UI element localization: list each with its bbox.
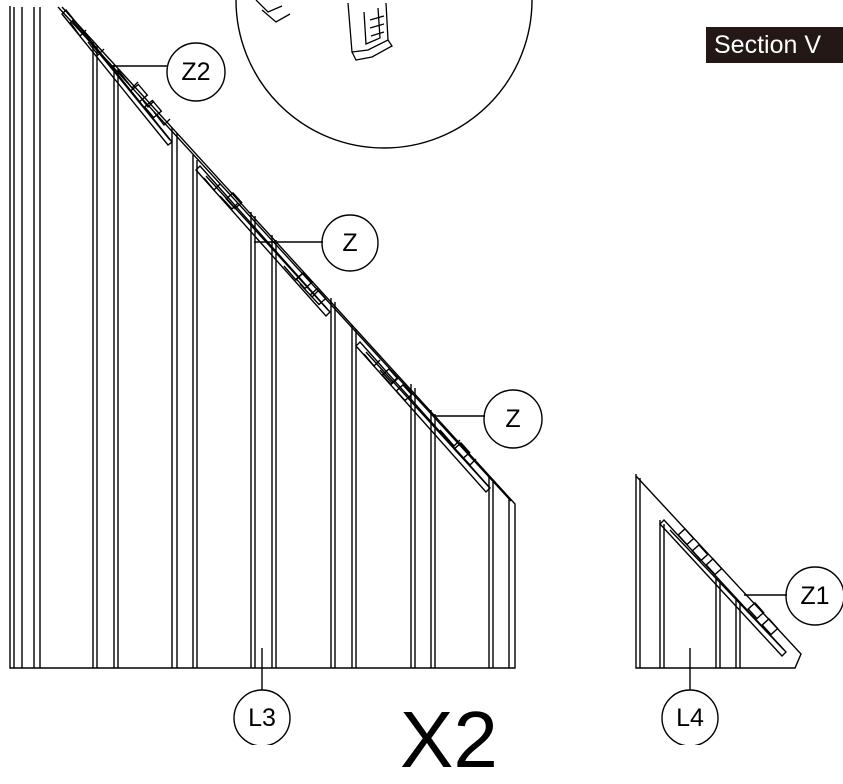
z-upper-bracket-rail [195, 164, 331, 318]
callout-l3: L3 [233, 648, 291, 745]
quantity-mark: X2 [400, 695, 498, 784]
z1-bracket-rail [659, 518, 787, 658]
panel-l3-outline [9, 6, 516, 669]
callout-z-upper-label: Z [342, 229, 357, 257]
callout-l4-label: L4 [676, 704, 704, 732]
assembly-drawing: Z2 Z Z Z1 L3 L4 [9, 0, 843, 745]
callout-z-lower-label: Z [505, 405, 520, 433]
panel-l3-vertical-grooves [13, 7, 510, 668]
section-view-label: Section V [706, 27, 843, 63]
callout-z-upper: Z [254, 214, 379, 272]
panel-l3 [9, 6, 516, 669]
callout-z1-label: Z1 [800, 582, 829, 610]
z2-bracket-rail [61, 8, 173, 146]
z-lower-bracket-rail [355, 340, 491, 494]
callout-z2-label: Z2 [181, 58, 210, 86]
callout-z-lower: Z [433, 389, 543, 449]
detail-clip-sketch [255, 0, 393, 61]
callout-z2: Z2 [112, 42, 226, 102]
callout-z1: Z1 [744, 566, 843, 626]
detail-magnifier [235, 0, 533, 149]
panel-l4 [635, 474, 802, 669]
callout-l4: L4 [661, 648, 719, 745]
callout-l3-label: L3 [248, 704, 276, 732]
